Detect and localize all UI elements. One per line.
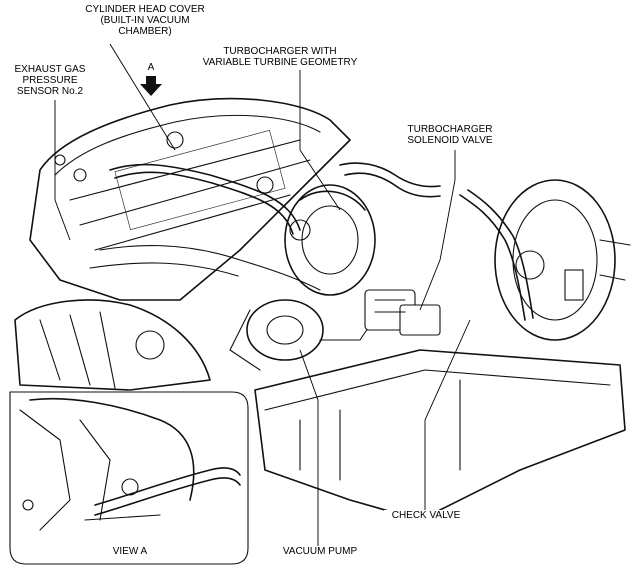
vacuum-pump-label: VACUUM PUMP [270, 546, 370, 557]
air-cleaner-shape [254, 349, 626, 521]
exhaust-gas-sensor-label: EXHAUST GAS PRESSURE SENSOR No.2 [4, 64, 96, 97]
cylinder-head-cover-shape [29, 97, 351, 301]
solenoid-valve-shape [364, 289, 441, 336]
brake-booster-shape [494, 179, 631, 341]
check-valve-label: CHECK VALVE [384, 510, 468, 521]
vacuum-hoses [89, 162, 534, 321]
turbocharger-shape [284, 184, 376, 296]
leader-lines [54, 43, 471, 548]
turbocharger-solenoid-label: TURBOCHARGER SOLENOID VALVE [395, 124, 505, 146]
transmission-shape [14, 299, 211, 391]
view-a-inset [9, 391, 249, 565]
cylinder-head-cover-label: CYLINDER HEAD COVER (BUILT-IN VACUUM CHA… [70, 4, 220, 37]
vacuum-pump-shape [229, 299, 381, 371]
turbocharger-vtg-label: TURBOCHARGER WITH VARIABLE TURBINE GEOME… [200, 46, 360, 68]
view-arrow-label: A [144, 62, 158, 73]
view-a-arrow [140, 76, 162, 96]
view-a-label: VIEW A [100, 546, 160, 557]
